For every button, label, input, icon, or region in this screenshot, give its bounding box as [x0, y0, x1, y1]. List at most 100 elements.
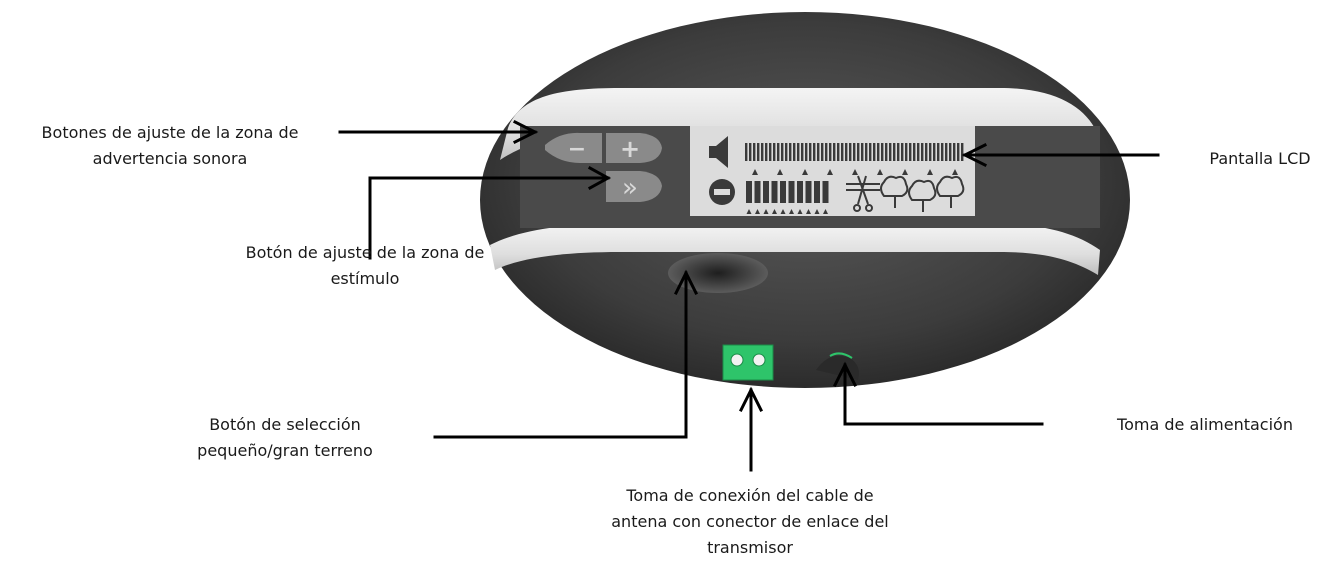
label-antenna-connector: Toma de conexión del cable de antena con…	[590, 483, 910, 561]
label-line: antena con conector de enlace del	[611, 512, 889, 531]
lcd-segment	[885, 143, 888, 161]
lcd-marker	[827, 169, 833, 175]
lcd-segment	[889, 143, 892, 161]
lcd-segment	[933, 143, 936, 161]
lcd-segment	[909, 143, 912, 161]
forward-button[interactable]	[606, 171, 662, 202]
lcd-marker	[755, 209, 760, 214]
label-line: Toma de alimentación	[1117, 415, 1293, 434]
lcd-segment	[841, 143, 844, 161]
lcd-marker	[814, 209, 820, 214]
lcd-segment	[813, 143, 816, 161]
lcd-segment	[769, 143, 772, 161]
lcd-segment	[849, 143, 852, 161]
lcd-marker	[746, 209, 752, 214]
lcd-segment	[809, 143, 812, 161]
lcd-marker	[780, 209, 786, 214]
lcd-segment	[865, 143, 868, 161]
antenna-connector[interactable]	[722, 344, 774, 381]
lcd-segment	[771, 181, 778, 203]
lcd-segment	[749, 143, 752, 161]
stimulus-level-markers	[746, 209, 828, 214]
lcd-segment	[780, 181, 786, 203]
lcd-segment	[957, 143, 960, 161]
lcd-marker	[802, 169, 808, 175]
lcd-segment	[893, 143, 896, 161]
lcd-marker	[852, 169, 858, 175]
lcd-segment	[905, 143, 908, 161]
lcd-segment	[763, 181, 769, 203]
label-power-socket: Toma de alimentación	[1075, 412, 1335, 438]
label-line: Pantalla LCD	[1209, 149, 1311, 168]
tree-icon	[908, 179, 937, 212]
arrow-antenna-connector	[738, 386, 764, 472]
label-terrain-selector: Botón de selección pequeño/gran terreno	[165, 412, 405, 464]
lcd-marker	[763, 209, 769, 214]
lcd-segment	[805, 143, 808, 161]
lcd-segment	[754, 181, 761, 203]
lcd-segment	[925, 143, 928, 161]
label-stimulus-zone-button: Botón de ajuste de la zona de estímulo	[210, 240, 520, 292]
stimulus-zone-button[interactable]: »	[606, 171, 662, 203]
lcd-marker	[927, 169, 933, 175]
lcd-segment	[961, 143, 964, 161]
lcd-segment	[881, 143, 884, 161]
minus-symbol: −	[568, 137, 586, 162]
forward-symbol: »	[622, 173, 638, 203]
arrow-terrain-button	[433, 269, 699, 439]
power-socket-accent	[829, 352, 853, 359]
lcd-segment	[861, 143, 864, 161]
lcd-segment	[797, 181, 803, 203]
lcd-segment	[949, 143, 952, 161]
label-line: Botón de selección	[209, 415, 361, 434]
lcd-segment	[877, 143, 880, 161]
lcd-segment	[801, 143, 804, 161]
lcd-segment	[837, 143, 840, 161]
lcd-segment	[913, 143, 916, 161]
label-line: transmisor	[707, 538, 793, 557]
lcd-segment	[793, 143, 796, 161]
lcd-segment	[825, 143, 828, 161]
label-line: advertencia sonora	[92, 149, 248, 168]
lcd-segment	[753, 143, 756, 161]
lcd-segment	[745, 143, 748, 161]
lcd-segment	[788, 181, 795, 203]
label-line: Botones de ajuste de la zona de	[41, 123, 299, 142]
lcd-segment	[829, 143, 832, 161]
terrain-selector-button[interactable]	[668, 253, 768, 293]
lcd-marker	[772, 209, 777, 214]
lcd-segment	[917, 143, 920, 161]
lcd-segment	[761, 143, 764, 161]
lcd-segment	[785, 143, 788, 161]
lcd-segment	[817, 143, 820, 161]
lcd-marker	[952, 169, 958, 175]
stimulus-level-bar	[746, 181, 829, 203]
lcd-segment	[822, 181, 829, 203]
minus-button[interactable]	[545, 132, 602, 163]
lcd-segment	[777, 143, 780, 161]
lcd-screen	[690, 126, 975, 216]
plus-button[interactable]	[606, 133, 662, 163]
lcd-marker	[752, 169, 758, 175]
lcd-segment	[746, 181, 752, 203]
lcd-marker	[777, 169, 783, 175]
lcd-segment	[941, 143, 944, 161]
lcd-marker	[823, 209, 828, 214]
lcd-segment	[853, 143, 856, 161]
scissors-icon	[846, 175, 880, 212]
lower-band	[490, 224, 1100, 275]
arrow-power-socket	[832, 361, 1044, 426]
lcd-marker	[902, 169, 908, 175]
label-line: Botón de ajuste de la zona de	[245, 243, 485, 262]
lcd-marker	[797, 209, 803, 214]
leader-lines	[338, 119, 1160, 472]
lcd-segment	[869, 143, 872, 161]
arrow-stimulus-button	[368, 165, 612, 260]
lcd-marker	[806, 209, 811, 214]
lcd-segment	[845, 143, 848, 161]
label-warning-zone-buttons: Botones de ajuste de la zona de adverten…	[0, 120, 340, 172]
lcd-segment	[797, 143, 800, 161]
lcd-segment	[757, 143, 760, 161]
lcd-segment	[833, 143, 836, 161]
lcd-segment	[765, 143, 768, 161]
